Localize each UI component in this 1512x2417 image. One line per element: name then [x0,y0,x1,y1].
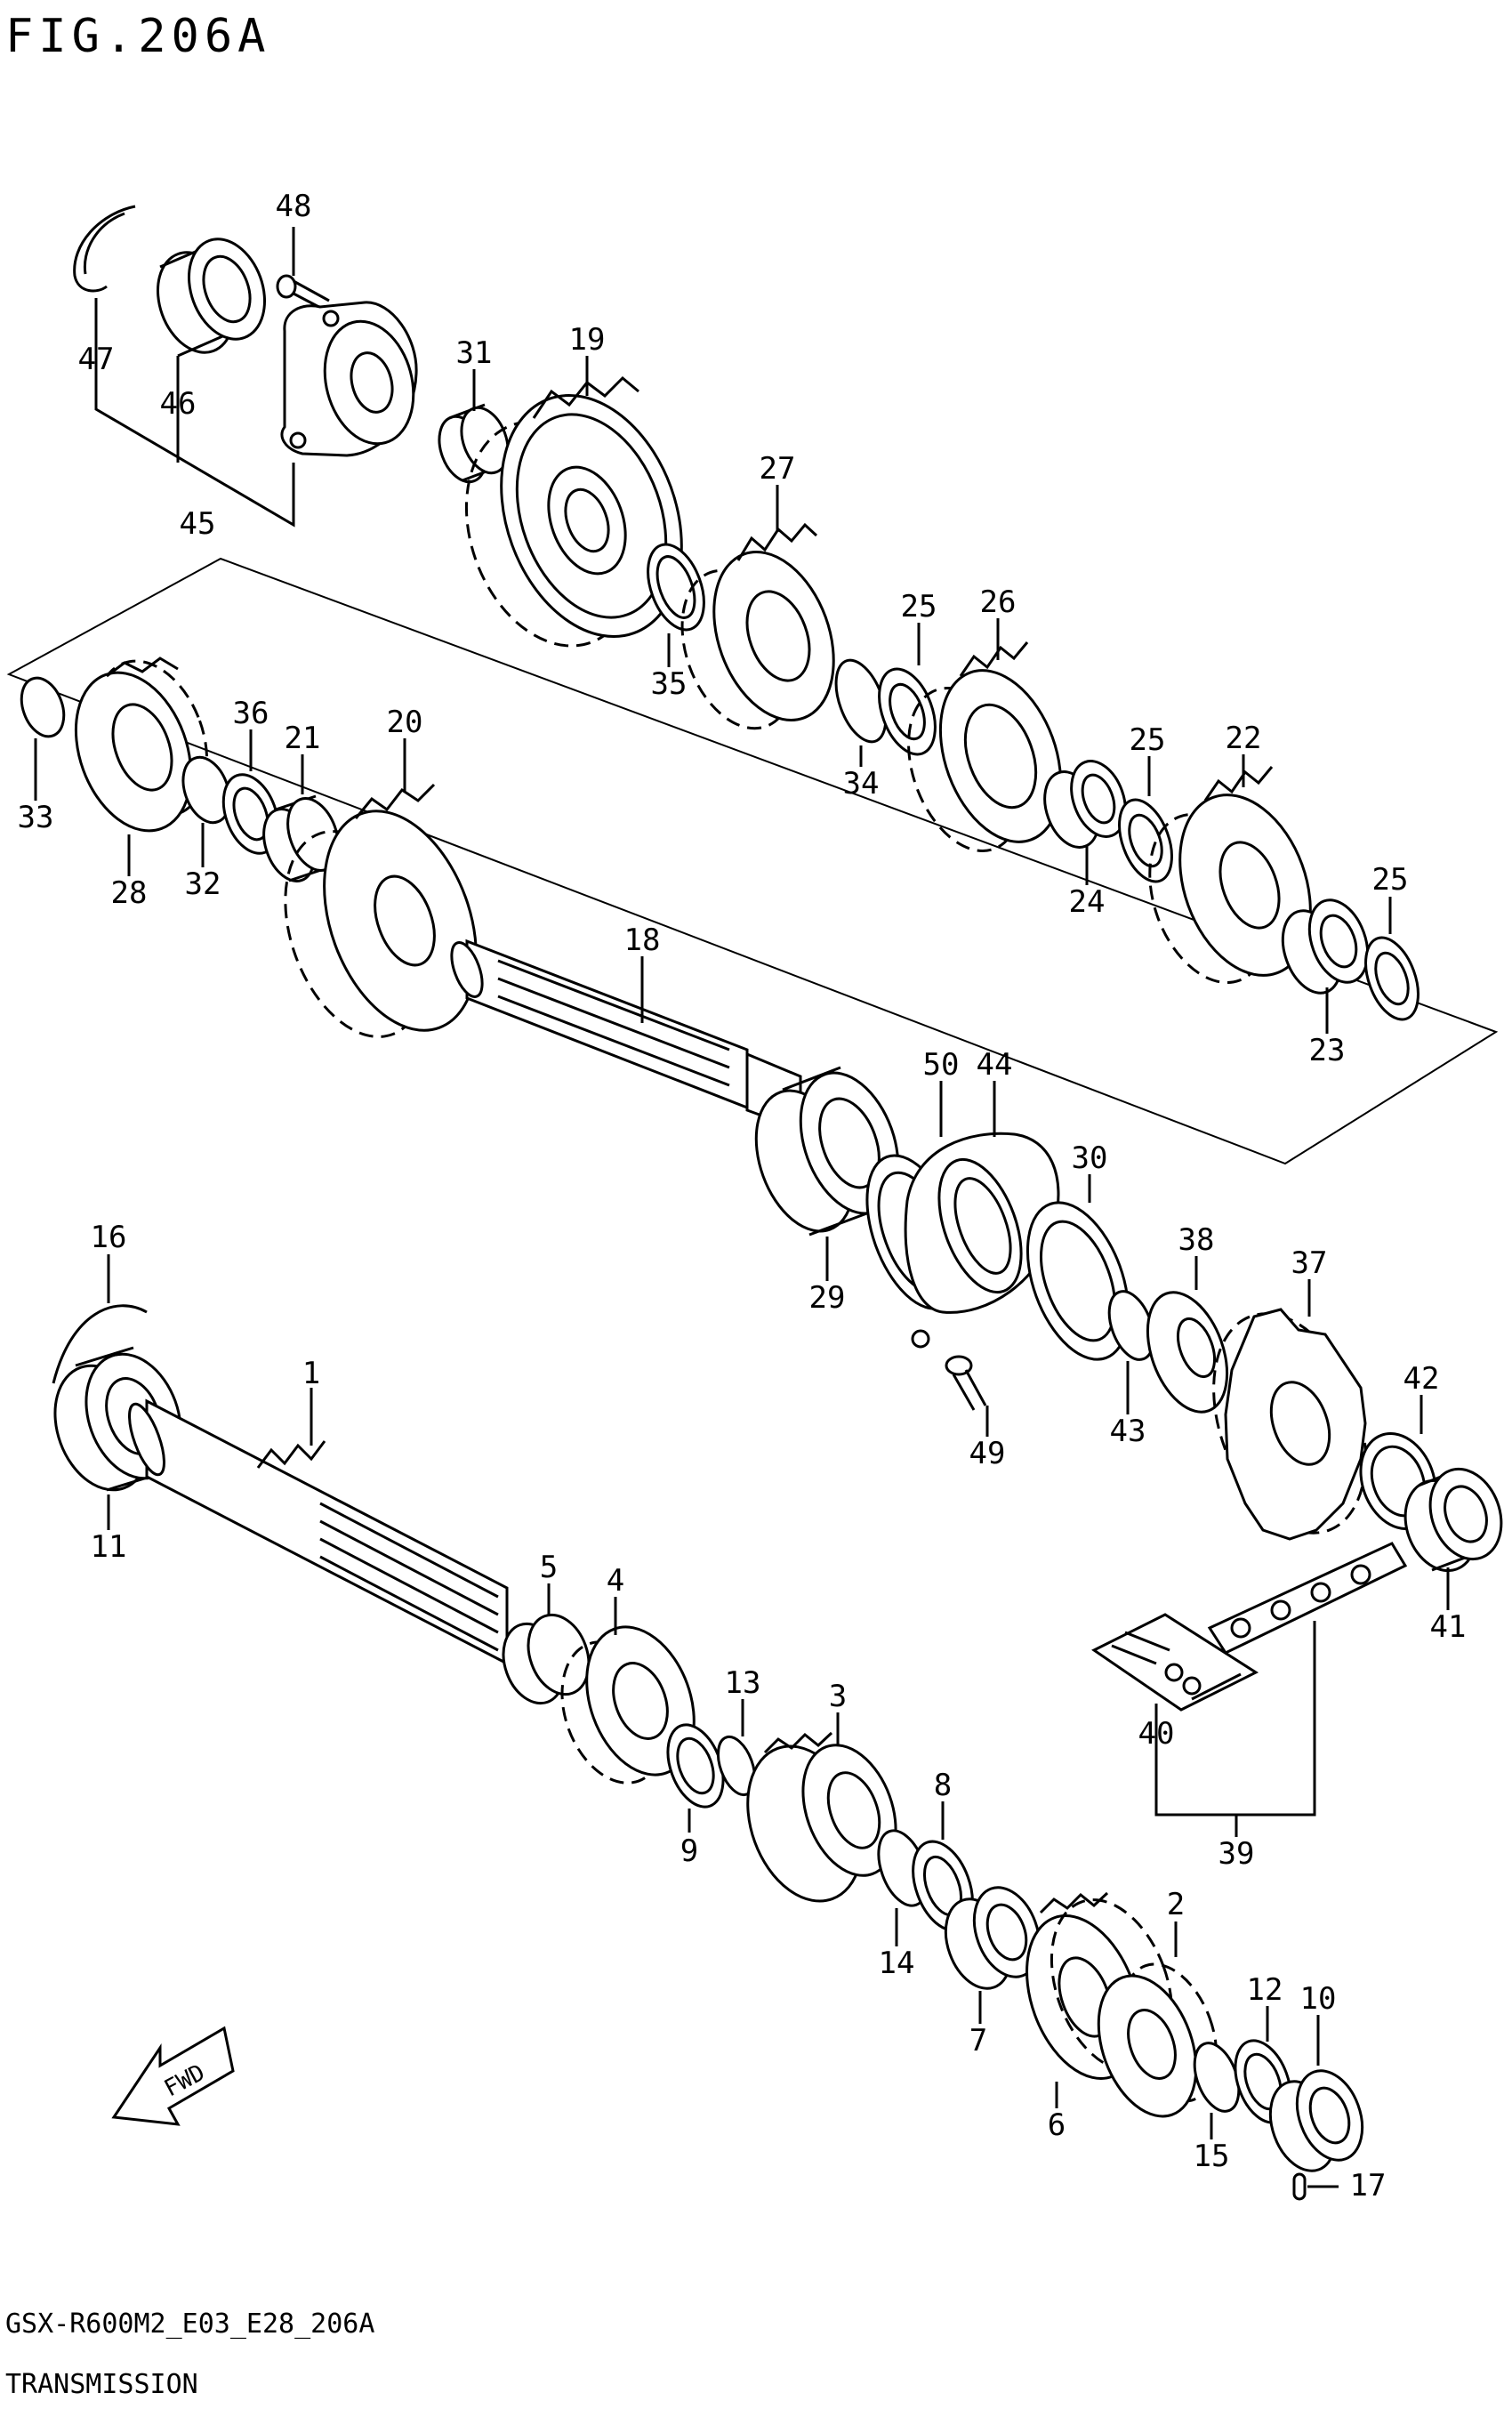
washer-9 [666,1723,725,1809]
part-label-p34: 34 [843,766,880,802]
part-label-p50: 50 [923,1047,960,1083]
part-label-p4: 4 [607,1563,624,1599]
part-label-p3: 3 [829,1679,847,1714]
spacer-38 [1146,1291,1229,1414]
part-label-p49: 49 [969,1436,1006,1471]
part-label-p42: 42 [1403,1361,1440,1397]
part-label-p48: 48 [276,189,312,224]
part-label-p39: 39 [1218,1836,1255,1872]
part-label-p1: 1 [302,1356,320,1391]
part-label-p27: 27 [760,451,796,487]
oil-seal-30 [1025,1201,1130,1361]
part-label-p38: 38 [1178,1222,1215,1258]
part-label-p31: 31 [456,335,493,371]
bearing-7 [944,1886,1042,1990]
screw-49 [945,1355,987,1411]
washer-25a [878,667,937,756]
part-label-p36: 36 [233,696,269,731]
circlip-47 [73,205,136,293]
part-label-p21: 21 [285,721,321,756]
part-label-p40: 40 [1138,1716,1175,1752]
part-label-p5: 5 [540,1550,558,1585]
part-label-p11: 11 [91,1529,127,1565]
part-label-p29: 29 [809,1280,846,1316]
part-label-p32: 32 [185,866,221,902]
part-label-p22: 22 [1226,721,1262,756]
part-label-p8: 8 [934,1768,952,1803]
part-label-p24: 24 [1069,884,1106,920]
circlip-32 [181,755,231,825]
drive-chain-39 [1207,1542,1408,1655]
countershaft-18 [450,939,802,1132]
part-label-p14: 14 [879,1946,915,1981]
part-label-p10: 10 [1300,1981,1337,2017]
part-label-p43: 43 [1110,1414,1146,1449]
gear-27 [680,522,835,730]
part-label-p44: 44 [977,1047,1013,1083]
gear-20 [284,783,478,1038]
part-label-p7: 7 [969,2023,987,2058]
circlip-33 [20,676,66,738]
bearing-46 [156,238,267,358]
drawing-code: GSX-R600M2_E03_E28_206A [5,2308,374,2340]
part-label-p26: 26 [980,584,1017,620]
figure-title: FIG.206A [5,10,270,63]
part-label-p46: 46 [160,386,197,422]
washer-25b [1118,798,1173,883]
part-label-p25a: 25 [901,589,937,624]
pin-17 [1292,2172,1307,2201]
circlip-13 [716,1735,757,1797]
part-label-p13: 13 [725,1665,761,1701]
part-label-p20: 20 [387,705,423,740]
part-label-p12: 12 [1247,1972,1283,2008]
part-label-p25b: 25 [1130,722,1166,758]
main-shaft-1 [128,1398,509,1666]
part-label-p6: 6 [1048,2107,1066,2143]
part-label-p37: 37 [1291,1245,1328,1281]
gear-2 [1097,1962,1218,2118]
part-label-p35: 35 [651,666,688,702]
gear-4 [560,1625,696,1785]
bracket-45 [94,304,295,528]
gear-28 [74,657,209,833]
part-label-p9: 9 [680,1833,698,1869]
part-label-p30: 30 [1072,1140,1108,1176]
part-label-p41: 41 [1430,1609,1467,1645]
chain-joint-40 [1091,1613,1259,1712]
part-label-p15: 15 [1194,2139,1230,2174]
part-label-p2: 2 [1167,1887,1185,1922]
sprocket-37 [1212,1308,1367,1541]
gear-26 [907,641,1063,852]
washer-35 [647,543,705,632]
part-label-p16: 16 [91,1220,127,1255]
assembly-frame [6,557,1499,1165]
gear-19 [464,375,683,648]
part-label-p19: 19 [569,322,606,358]
bearing-housing-45 [280,301,418,457]
part-label-p45: 45 [180,506,216,542]
bushing-5 [502,1613,591,1705]
part-label-p18: 18 [624,922,661,958]
section-name: TRANSMISSION [5,2369,198,2400]
bearing-23 [1281,898,1370,995]
part-label-p25c: 25 [1372,862,1409,898]
nut-41 [1403,1467,1503,1573]
washer-25c [1364,936,1420,1021]
part-label-p28: 28 [111,875,148,911]
bushing-21 [262,794,340,882]
fwd-arrow-icon: FWD [111,2026,235,2126]
gear-3 [746,1731,897,1903]
gear-22 [1148,766,1312,984]
part-label-p17: 17 [1350,2168,1387,2203]
part-label-p33: 33 [18,800,54,835]
bushing-31 [438,403,510,484]
bearing-24 [1043,760,1127,849]
part-label-p23: 23 [1309,1033,1346,1068]
bearing-10 [1268,2069,1364,2172]
part-label-p47: 47 [78,342,115,377]
